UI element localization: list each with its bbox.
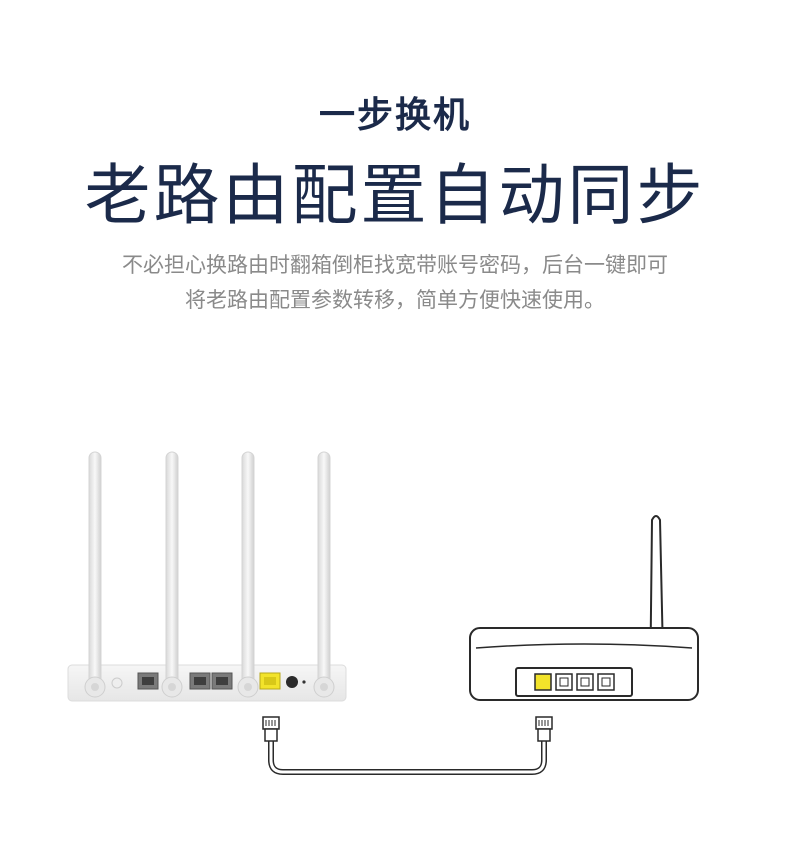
ethernet-cable-icon <box>262 716 553 775</box>
antenna-icon <box>313 451 335 698</box>
lan-port-icon <box>137 672 159 690</box>
antenna-icon <box>237 451 259 698</box>
description: 不必担心换路由时翻箱倒柜找宽带账号密码，后台一键即可 将老路由配置参数转移，简单… <box>0 248 790 318</box>
old-router-icon <box>469 515 699 701</box>
description-line-1: 不必担心换路由时翻箱倒柜找宽带账号密码，后台一键即可 <box>122 253 668 277</box>
antenna-icon <box>161 451 183 698</box>
antenna-icon <box>84 451 106 698</box>
page-title: 老路由配置自动同步 <box>84 157 706 234</box>
rj45-plug-icon <box>535 716 553 742</box>
wan-port-icon <box>534 673 552 691</box>
lan-port-icon <box>597 673 615 691</box>
lan-port-icon <box>576 673 594 691</box>
router-migration-illustration <box>67 451 699 775</box>
reset-button-icon <box>111 677 123 689</box>
lan-port-icon <box>555 673 573 691</box>
power-jack-icon <box>286 676 298 688</box>
new-router-icon <box>67 451 347 702</box>
wan-port-icon <box>259 672 281 690</box>
lan-port-icon <box>189 672 211 690</box>
rj45-plug-icon <box>262 716 280 742</box>
description-line-2: 将老路由配置参数转移，简单方便快速使用。 <box>185 288 605 312</box>
lan-port-icon <box>211 672 233 690</box>
page-subtitle: 一步换机 <box>318 95 471 136</box>
